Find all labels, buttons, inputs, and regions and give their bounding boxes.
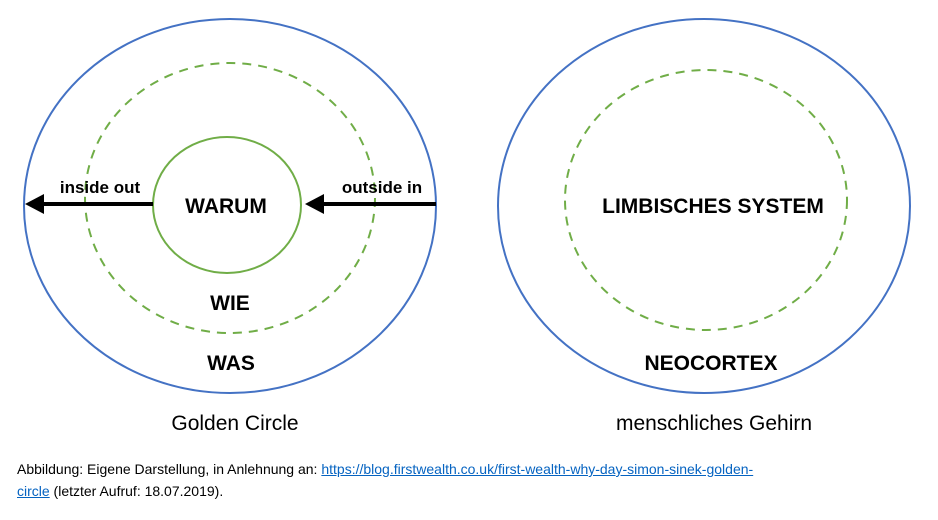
outside-in-arrow-head (305, 194, 324, 214)
label-neocortex: NEOCORTEX (644, 352, 777, 375)
label-limbisches-system: LIMBISCHES SYSTEM (602, 195, 824, 218)
label-wie: WIE (210, 292, 250, 315)
arrow-label-inside-out: inside out (60, 178, 141, 197)
inside-out-arrow-head (25, 194, 44, 214)
outer-circle-neocortex (497, 18, 911, 394)
label-was: WAS (207, 352, 255, 375)
caption-brain: menschliches Gehirn (616, 412, 812, 435)
brain-group: LIMBISCHES SYSTEM NEOCORTEX menschliches… (497, 18, 911, 435)
golden-circle-diagram: inside out outside in WARUM WIE WAS Gold… (23, 18, 911, 435)
source-note-prefix: Abbildung: Eigene Darstellung, in Anlehn… (17, 461, 322, 477)
source-link-part2: circle (17, 483, 50, 499)
source-note: Abbildung: Eigene Darstellung, in Anlehn… (17, 458, 917, 502)
arrow-label-outside-in: outside in (342, 178, 422, 197)
source-link-part1: https://blog.firstwealth.co.uk/first-wea… (321, 461, 754, 477)
golden-circle-group: inside out outside in WARUM WIE WAS Gold… (23, 18, 437, 435)
source-link[interactable]: https://blog.firstwealth.co.uk/first-wea… (17, 461, 753, 499)
caption-golden-circle: Golden Circle (171, 412, 298, 435)
label-warum: WARUM (185, 195, 267, 218)
middle-circle-wie (84, 62, 376, 334)
source-note-suffix: (letzter Aufruf: 18.07.2019). (49, 483, 224, 499)
inner-circle-limbic (564, 69, 848, 331)
